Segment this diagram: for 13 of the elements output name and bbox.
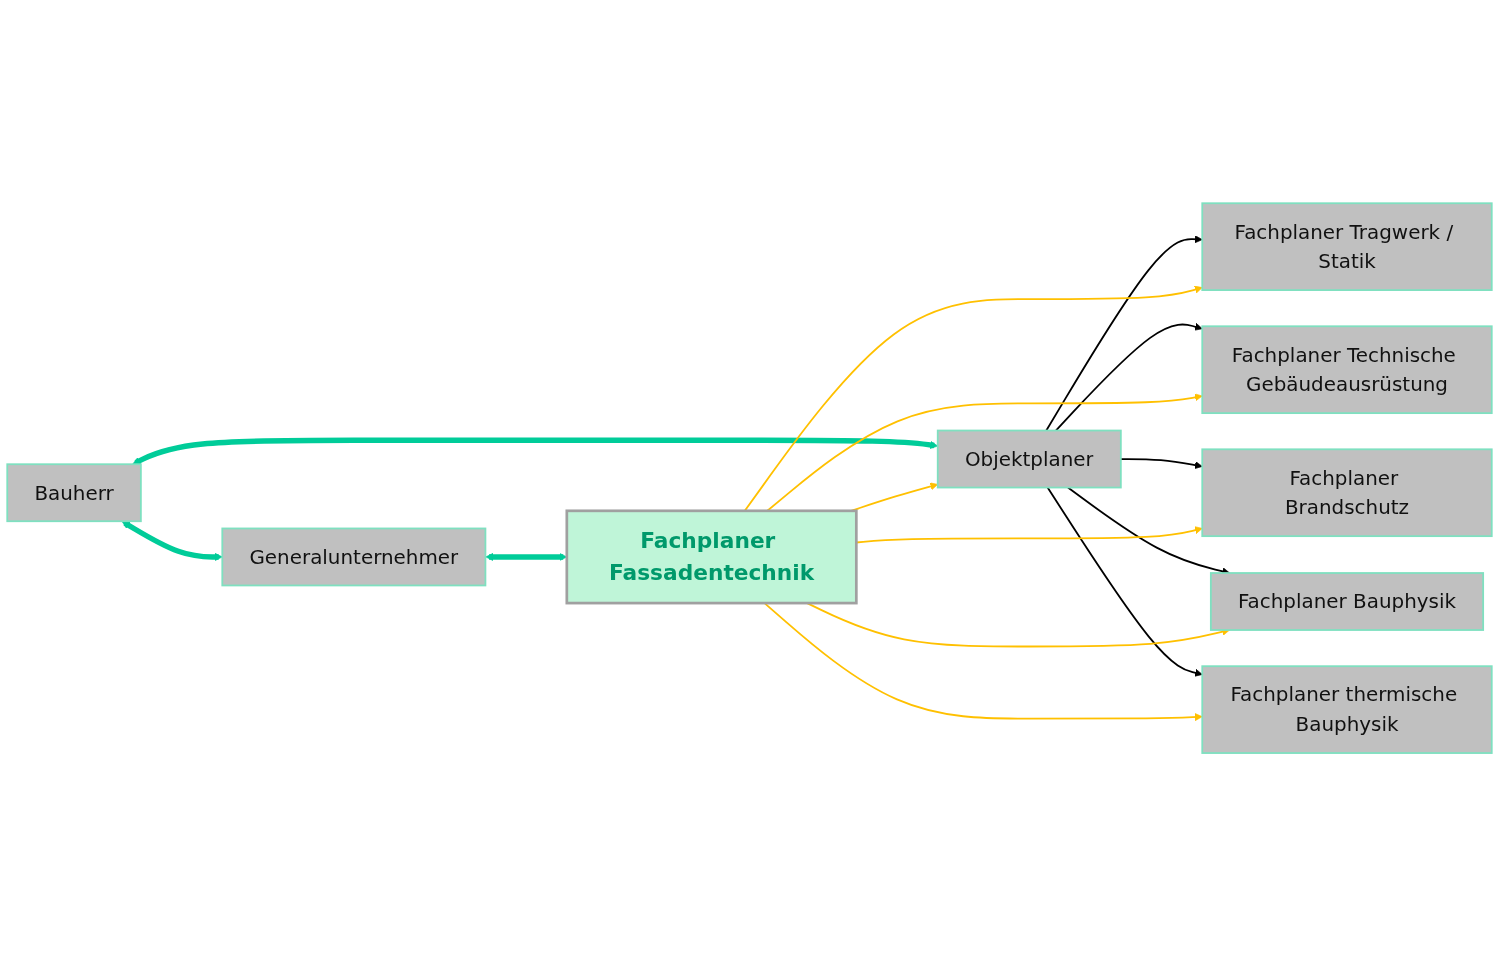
node-box: Generalunternehmer (221, 527, 487, 587)
arrow (121, 521, 223, 562)
arrow (1046, 487, 1203, 677)
node-box: Objektplaner (936, 430, 1122, 489)
node-box: Bauherr (6, 463, 142, 523)
node-box: Fachplaner Bauphysik (1209, 572, 1485, 632)
node-box: Fachplaner thermische Bauphysik (1201, 665, 1493, 755)
node-box: Fachplaner Technische Gebäudeausrüstung (1201, 325, 1493, 415)
node-box: Fachplaner Brandschutz (1201, 448, 1493, 538)
arrow (1054, 323, 1203, 432)
arrow (1045, 235, 1203, 432)
node-box: Fachplaner Tragwerk / Statik (1201, 202, 1493, 292)
node-box: Fachplaner Fassadentechnik (565, 509, 858, 605)
